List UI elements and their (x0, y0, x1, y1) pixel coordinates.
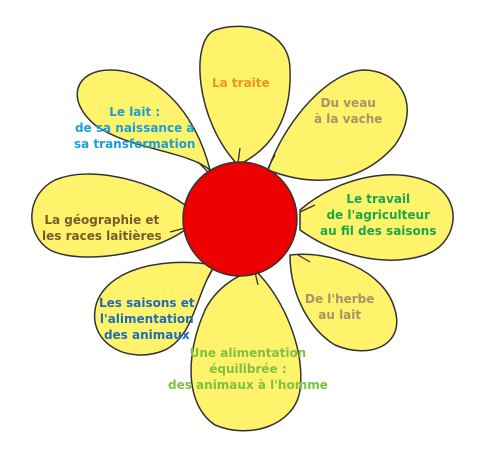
label-herbe: De l'herbe au lait (305, 291, 374, 323)
label-saisons-line-2: l'alimentation (99, 312, 194, 326)
label-geographie-line-2: les races laitières (42, 229, 162, 243)
petals-group (31, 25, 454, 432)
petal-lait (76, 69, 212, 172)
label-travail-line-1: Le travail (346, 192, 411, 206)
label-saisons-line-3: des animaux (103, 328, 190, 342)
label-veau-line-2: à la vache (314, 112, 383, 126)
label-travail: Le travail de l'agriculteur au fil des s… (320, 191, 436, 239)
label-alimentation-equilibree: Une alimentation équilibrée : des animau… (168, 345, 328, 393)
vein-lines (169, 147, 316, 286)
label-traite-line-1: La traite (212, 76, 270, 90)
label-traite: La traite (212, 75, 270, 91)
label-geographie: La géographie et les races laitières (42, 212, 162, 244)
label-herbe-line-2: au lait (318, 308, 362, 322)
petal-herbe (289, 253, 398, 352)
petal-veau (267, 69, 408, 181)
label-saisons-line-1: Les saisons et (99, 296, 195, 310)
label-alimentation-line-1: Une alimentation (189, 346, 307, 360)
label-lait-line-2: de sa naissance à (74, 121, 195, 135)
label-geographie-line-1: La géographie et (44, 213, 160, 227)
flower-center (182, 161, 298, 277)
label-lait: Le lait : de sa naissance à sa transform… (74, 104, 195, 152)
label-lait-line-3: sa transformation (74, 137, 196, 151)
label-lait-line-1: Le lait : (109, 105, 161, 119)
label-herbe-line-1: De l'herbe (305, 292, 375, 306)
petal-alimentation (190, 269, 302, 432)
label-alimentation-line-2: équilibrée : (209, 362, 287, 376)
petal-travail (299, 174, 454, 261)
petal-geographie (31, 173, 186, 258)
petal-traite (199, 25, 291, 166)
label-alimentation-line-3: des animaux à l'homme (168, 378, 328, 392)
petal-saisons (93, 261, 217, 356)
label-travail-line-3: au fil des saisons (320, 224, 437, 238)
label-veau: Du veau à la vache (314, 95, 382, 127)
label-saisons: Les saisons et l'alimentation des animau… (99, 295, 195, 343)
label-travail-line-2: de l'agriculteur (326, 208, 430, 222)
label-veau-line-1: Du veau (320, 96, 376, 110)
